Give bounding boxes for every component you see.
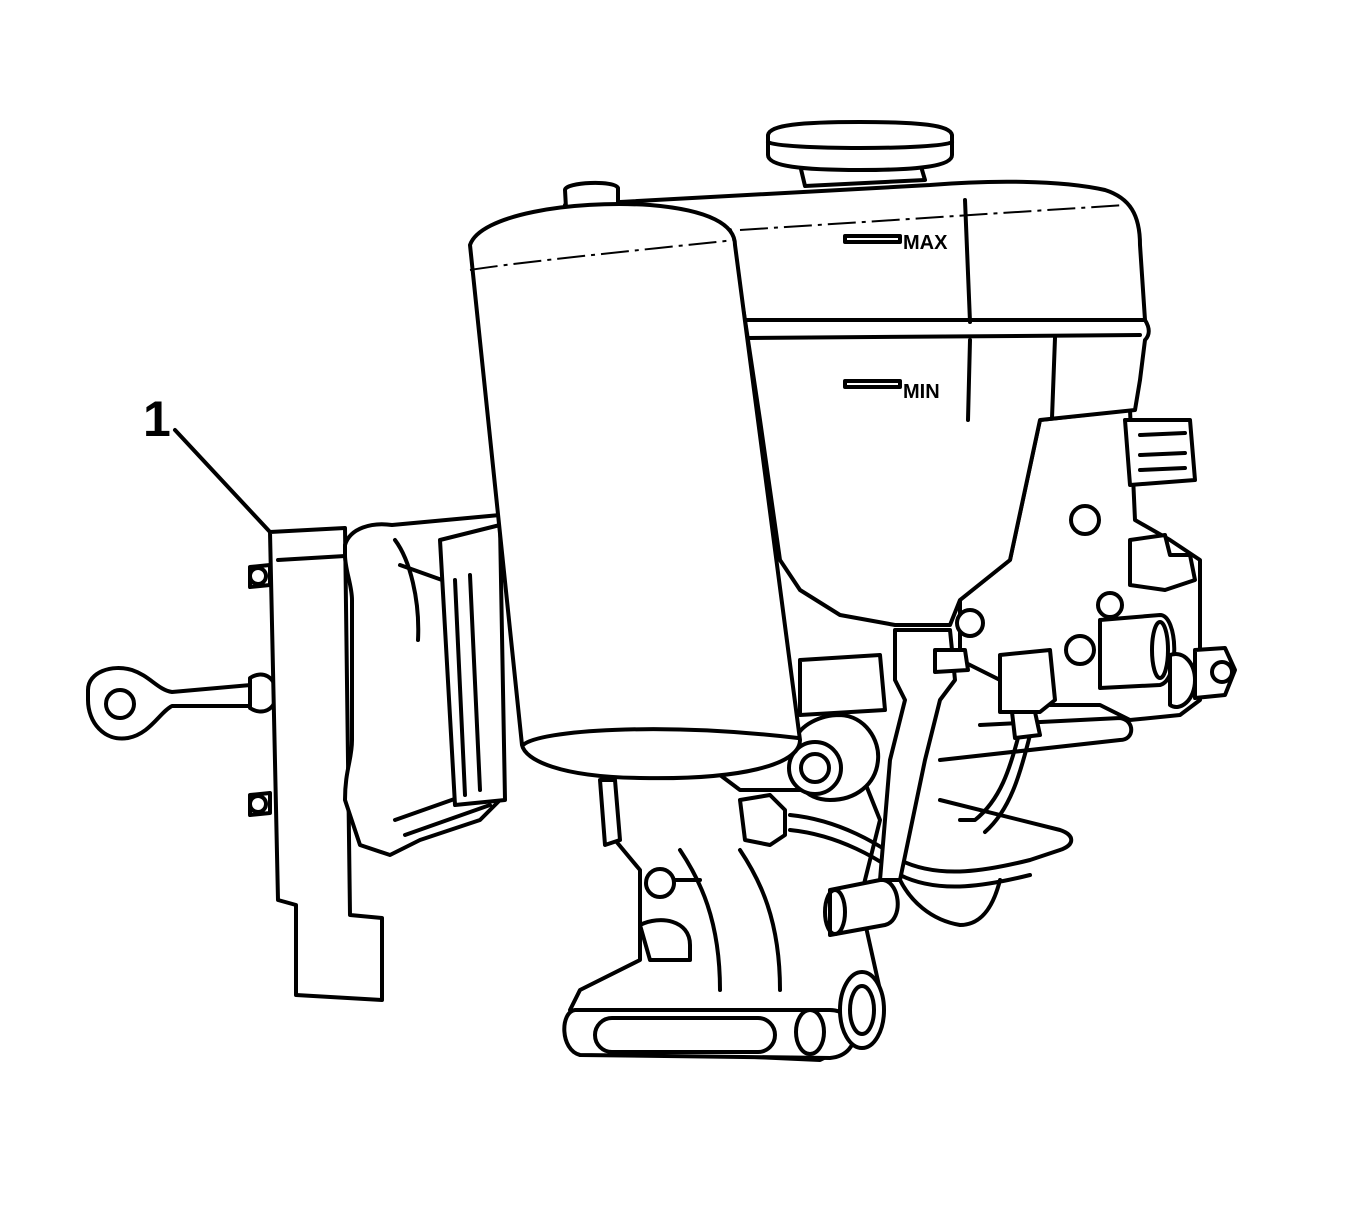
brake-lines — [738, 648, 1134, 937]
callout-1-label: 1 — [143, 391, 171, 447]
callout-1-leader — [173, 428, 272, 534]
fluid-reservoir: MAX MIN — [563, 120, 1151, 627]
cylinder-canister — [468, 202, 802, 847]
center-strut — [878, 628, 970, 882]
outlet-port — [787, 653, 887, 802]
min-fill-mark: MIN — [903, 381, 940, 403]
max-fill-mark: MAX — [903, 232, 948, 254]
modulator-block — [955, 408, 1237, 722]
booster-housing — [343, 513, 507, 857]
push-rod-eyelet — [86, 666, 278, 741]
reservoir-cap — [766, 120, 954, 188]
valve-body — [562, 758, 886, 1062]
mounting-bracket — [248, 526, 384, 1002]
